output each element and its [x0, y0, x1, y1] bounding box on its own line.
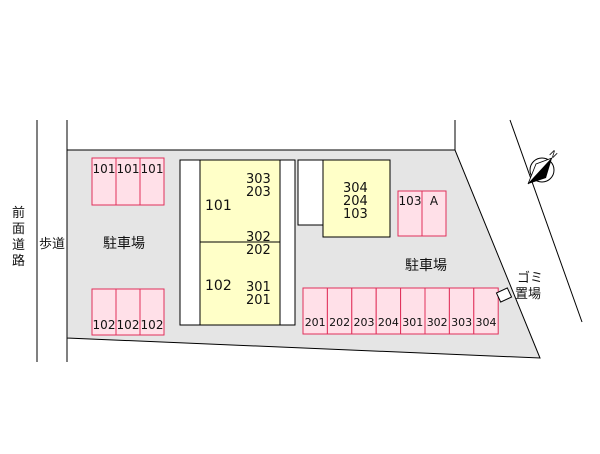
parking-bottom-left-label: 102	[141, 318, 164, 332]
parking-bottom-right-label: 304	[476, 316, 497, 329]
parking-top-left-label: 101	[141, 162, 164, 176]
parking-bottom-left-label: 102	[117, 318, 140, 332]
parking-bottom-right-space	[326, 287, 353, 335]
west-building-upper	[199, 159, 281, 243]
parking-top-left-space	[139, 157, 165, 206]
front-road-char-4: 路	[12, 253, 25, 269]
parking-bottom-right-label: 301	[402, 316, 423, 329]
unit-204-label: 204	[343, 194, 368, 209]
unit-202-label: 202	[246, 243, 271, 258]
parking-bottom-left-space	[139, 288, 165, 336]
parking-right-label: 駐車場	[405, 257, 447, 274]
parking-bottom-left-space	[91, 288, 117, 336]
unit-304-label: 304	[343, 181, 368, 196]
unit-103-label: 103	[343, 207, 368, 222]
parking-bottom-right-label: 303	[451, 316, 472, 329]
neighbor-boundary	[509, 119, 583, 323]
unit-301-label: 301	[246, 280, 271, 295]
parking-bottom-right-space	[302, 287, 328, 335]
parking-bottom-right-space	[351, 287, 377, 335]
parking-right-small-label: 103	[399, 194, 422, 208]
parking-bottom-right-space	[400, 287, 426, 335]
unit-203-label: 203	[246, 185, 271, 200]
front-road-char-2: 面	[12, 222, 25, 237]
parking-right-small-space	[397, 190, 423, 237]
garbage-label-2: 置場	[515, 287, 541, 302]
front-road-char-3: 道	[12, 238, 25, 253]
garbage-label-1: ゴミ	[517, 270, 543, 286]
parking-top-left-label: 101	[93, 162, 116, 176]
east-building	[322, 159, 391, 238]
unit-201-label: 201	[246, 293, 271, 308]
parking-bottom-right-label: 202	[329, 316, 350, 329]
unit-303-label: 303	[246, 172, 271, 187]
parking-bottom-right-space	[424, 287, 450, 335]
parking-bottom-left-space	[115, 288, 141, 336]
parking-bottom-right-label: 302	[427, 316, 448, 329]
parking-top-left-space	[91, 157, 117, 206]
unit-302-label: 302	[246, 230, 271, 245]
parking-bottom-right-space	[448, 287, 475, 335]
compass-icon: N	[527, 149, 559, 185]
parking-bottom-left-label: 102	[93, 318, 116, 332]
parking-top-left-space	[115, 157, 141, 206]
unit-102-label: 102	[205, 278, 232, 294]
garbage-box	[495, 287, 513, 303]
parking-bottom-right-label: 204	[378, 316, 399, 329]
parking-right-small-space	[421, 190, 447, 237]
parking-right-small: 103 A	[397, 190, 447, 237]
parking-bottom-right-label: 201	[305, 316, 326, 329]
parking-left-label: 駐車場	[103, 235, 145, 252]
front-road-char-1: 前	[12, 205, 25, 221]
sidewalk-label: 歩道	[39, 237, 65, 252]
compass-north-label: N	[547, 149, 559, 161]
unit-101-label: 101	[205, 198, 232, 214]
parking-top-left-label: 101	[117, 162, 140, 176]
west-building-lower	[199, 241, 281, 326]
parking-bottom-right-space	[473, 287, 499, 335]
parking-bottom-right-label: 203	[354, 316, 375, 329]
parking-right-small-label: A	[430, 194, 439, 208]
